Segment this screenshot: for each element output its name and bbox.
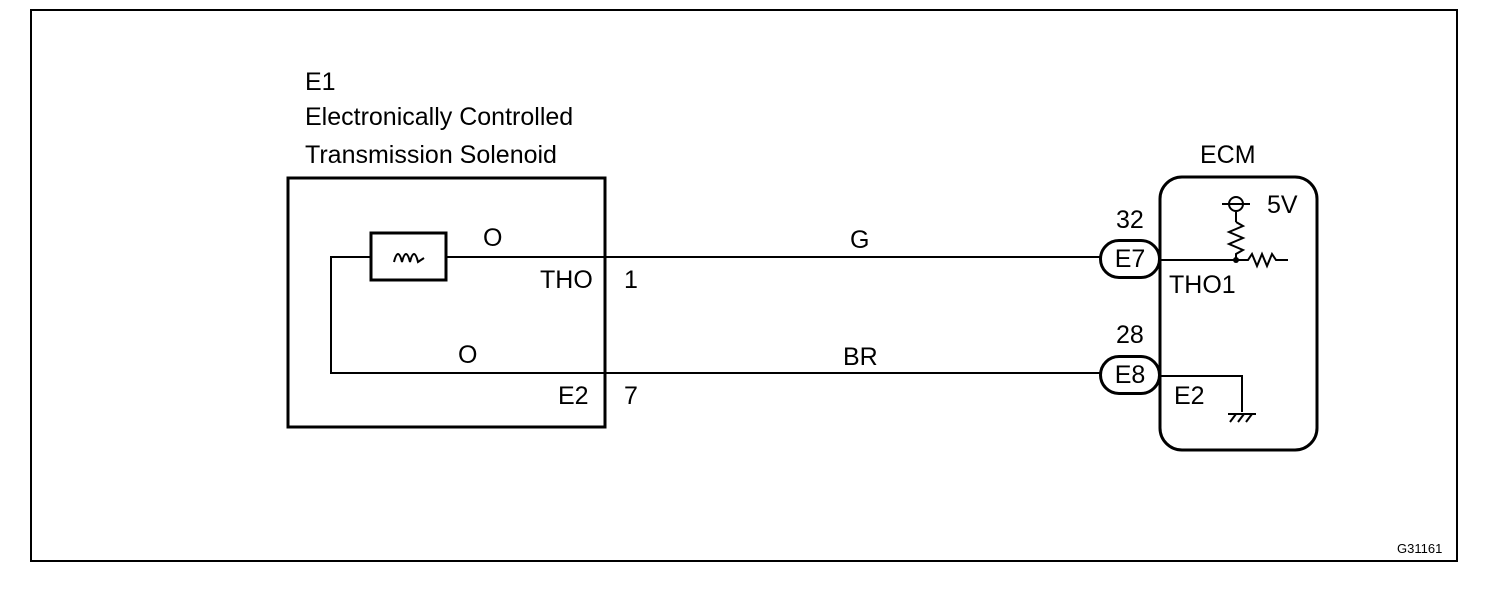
wire-color-top: G [850, 226, 870, 254]
solenoid-box [286, 176, 607, 429]
diagram-frame [30, 9, 1458, 562]
pullup-resistor-icon [1226, 221, 1246, 260]
terminal-e2-label: E2 [558, 382, 589, 410]
ecm-box [1158, 175, 1319, 452]
component-name-line2: Transmission Solenoid [305, 141, 557, 169]
inner-wire-loop [330, 256, 605, 374]
ecm-terminal-e2-label: E2 [1174, 382, 1205, 410]
figure-code: G31161 [1397, 541, 1443, 556]
inner-wire-color-bottom: O [458, 341, 478, 369]
wire-color-bottom: BR [843, 343, 878, 371]
connector-bottom-pin: 28 [1116, 321, 1144, 349]
connector-e8: E8 [1099, 355, 1161, 395]
connector-e7: E7 [1099, 239, 1161, 279]
component-name-line1: Electronically Controlled [305, 103, 574, 131]
ecm-voltage: 5V [1267, 191, 1298, 219]
ground-icon [1228, 413, 1256, 423]
ecm-title: ECM [1200, 141, 1256, 169]
ecm-e2-line [1160, 375, 1243, 412]
inner-wire-color-top: O [483, 224, 503, 252]
terminal-tho1-label: THO1 [1169, 271, 1236, 299]
coil-icon [393, 253, 425, 264]
component-id: E1 [305, 68, 336, 96]
input-resistor-icon [1236, 251, 1288, 269]
pin-e2-number: 7 [624, 382, 638, 410]
terminal-tho-label: THO [540, 266, 593, 294]
connector-top-pin: 32 [1116, 206, 1144, 234]
pin-tho-number: 1 [624, 266, 638, 294]
